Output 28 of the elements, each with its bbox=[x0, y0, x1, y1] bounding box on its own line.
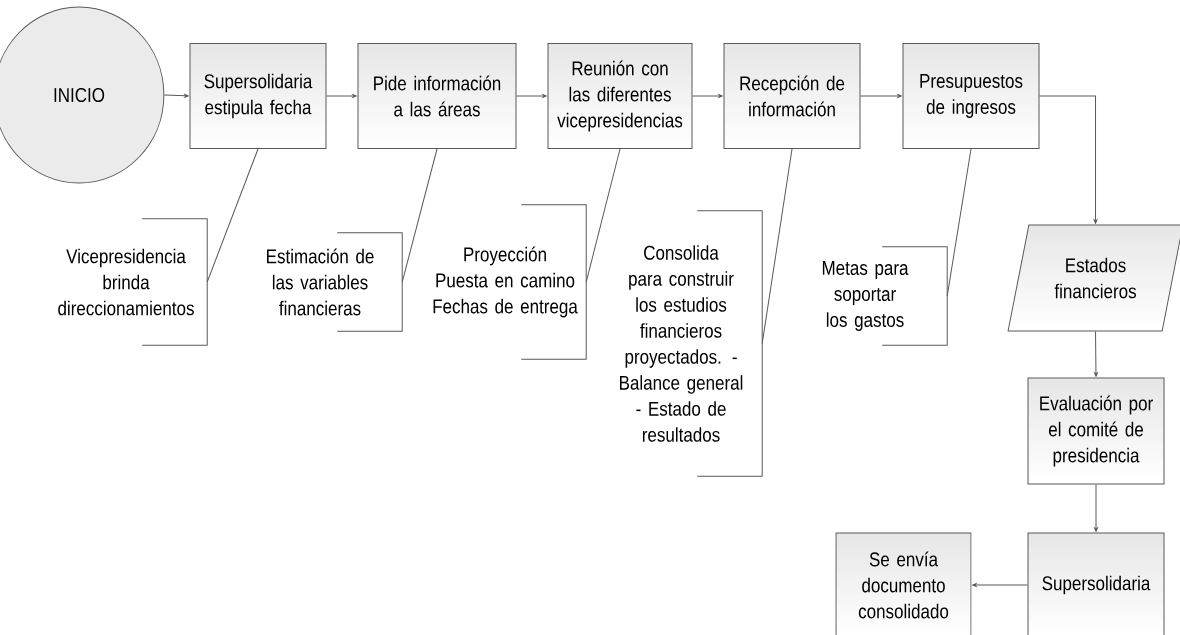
annotation-bracket: Estimación de las variables financieras bbox=[267, 232, 403, 332]
process-box: Presupuestos de ingresos bbox=[902, 43, 1040, 149]
arrow bbox=[163, 94, 189, 98]
leader-line bbox=[946, 148, 972, 297]
process-box: Recepción de información bbox=[723, 43, 861, 149]
leader-line bbox=[206, 148, 259, 283]
process-box: Evaluación por el comité de presidencia bbox=[1027, 377, 1165, 485]
annotation-bracket: Metas para soportar los gastos bbox=[822, 246, 948, 346]
leader-line bbox=[761, 148, 793, 344]
arrow bbox=[516, 94, 547, 98]
arrow bbox=[1094, 484, 1098, 532]
process-box: Supersolidaria bbox=[1027, 532, 1165, 635]
data-parallelogram: Estados financieros bbox=[1007, 224, 1180, 332]
annotation-bracket: Proyección Puesta en camino Fechas de entrega bbox=[433, 204, 587, 360]
arrow bbox=[1094, 331, 1098, 377]
arrow bbox=[326, 94, 357, 98]
process-box: Pide información a las áreas bbox=[357, 43, 517, 149]
leader-line bbox=[585, 148, 621, 283]
process-box: Reunión con las diferentes vicepresidencias bbox=[547, 43, 693, 149]
annotation-bracket: Vicepresidencia brinda direccionamientos bbox=[58, 218, 208, 346]
arrow bbox=[1039, 95, 1098, 224]
arrow bbox=[860, 94, 902, 98]
leader-line bbox=[401, 148, 438, 283]
process-box: Supersolidaria estipula fecha bbox=[189, 43, 327, 149]
arrow bbox=[692, 94, 723, 98]
process-box: Se envía documento consolidado bbox=[835, 532, 972, 635]
arrow bbox=[972, 583, 1028, 587]
annotation-bracket: Consolida para construir los estudios financieros proyectados. - Balance general - Estado de resultados bbox=[620, 210, 763, 477]
